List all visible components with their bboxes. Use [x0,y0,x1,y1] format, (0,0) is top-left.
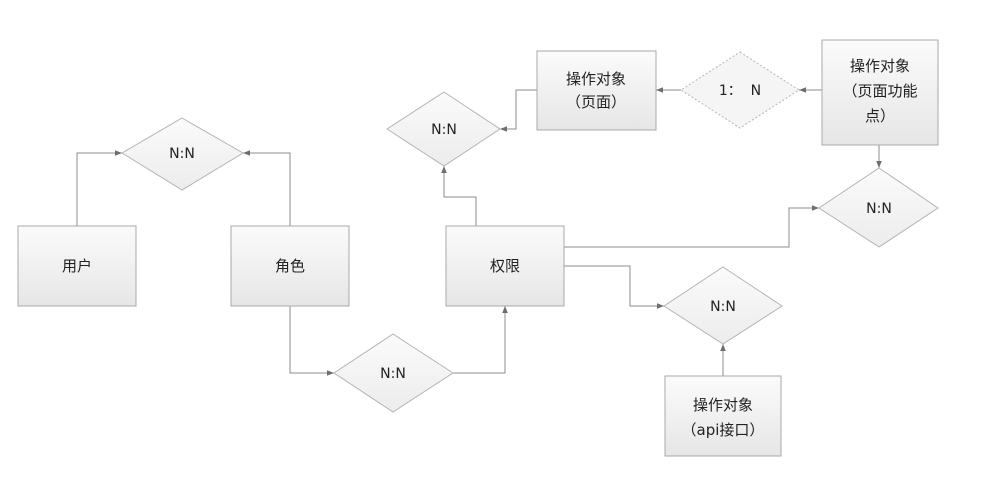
entity-label: 角色 [275,257,305,275]
relation-label: N:N [866,201,892,217]
relation-diamond-shape [386,91,501,167]
relation-label: 1： N [719,83,761,99]
relation-diamond-shape [663,266,783,345]
entity-label-line-1: 操作对象 [693,396,753,414]
connector-user-to-user-role [76,150,122,226]
relation-diamond-shape [121,117,244,191]
connector-permission-to-permission-api [564,265,664,309]
entity-box [536,50,657,131]
connectors [76,87,882,376]
entity-label-line-1: 操作对象 [850,57,910,75]
entity-target-api: 操作对象 （api接口） [664,375,782,457]
connector-role-to-user-role [243,150,291,226]
entity-box [17,225,137,307]
relation-user-role: N:N [121,117,244,191]
connector-role-permission-to-permission [453,306,508,374]
connector-permission-to-permission-page [441,166,477,226]
relation-role-permission: N:N [333,333,454,413]
relation-label: N:N [380,366,406,382]
entity-box [230,225,350,307]
entity-label-line-3: 点） [865,107,895,125]
relation-page-feature: 1： N [680,51,800,129]
relation-diamond-shape [333,333,454,413]
entity-label: 用户 [62,257,92,275]
relation-label: N:N [710,299,736,315]
entity-label-line-2: （api接口） [682,421,765,439]
relation-diamond-shape [680,51,800,129]
connector-page-to-permission-page [500,89,537,132]
entity-box [445,225,565,307]
entity-user: 用户 [17,225,137,307]
relation-label: N:N [431,122,457,138]
relation-permission-api: N:N [663,266,783,345]
relation-diamond-shape [818,167,939,248]
entity-label-line-2: （页面功能 [842,82,917,100]
entity-box [664,375,782,457]
relation-permission-page: N:N [386,91,501,167]
entity-box [821,39,939,146]
entity-label-line-1: 操作对象 [566,70,626,88]
entity-permission: 权限 [445,225,565,307]
entity-label: 权限 [490,257,520,275]
entity-label-line-2: （页面） [566,93,626,111]
relation-label: N:N [169,146,195,162]
connector-role-to-role-permission [289,306,334,376]
entity-role: 角色 [230,225,350,307]
connector-permission-to-permission-feature [564,205,819,248]
relation-permission-feature: N:N [818,167,939,248]
entity-target-page: 操作对象 （页面） [536,50,657,131]
entity-target-feature: 操作对象 （页面功能 点） [821,39,939,146]
